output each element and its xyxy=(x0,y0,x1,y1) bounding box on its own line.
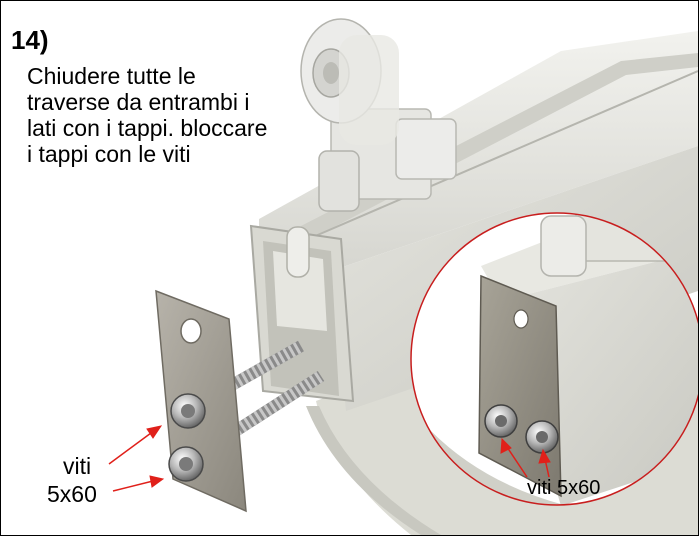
rail-trolley xyxy=(300,18,457,212)
zoom-screw-label: viti 5x60 xyxy=(527,477,601,499)
step-number: 14) xyxy=(11,25,49,55)
wall-curve xyxy=(306,406,441,535)
instruction-line-4: i tappi con le viti xyxy=(27,141,191,167)
zoom-arrows xyxy=(500,437,551,478)
left-arrows xyxy=(108,425,165,492)
left-screw-heads xyxy=(168,393,206,482)
screw-label-line-2: 5x60 xyxy=(47,481,97,507)
zoom-detail-circle xyxy=(410,212,698,506)
instruction-line-1: Chiudere tutte le xyxy=(27,63,196,89)
instruction-line-2: traverse da entrambi i xyxy=(27,89,250,115)
screw-label-line-1: viti xyxy=(63,453,92,479)
instruction-line-3: lati con i tappi. bloccare xyxy=(27,115,268,141)
